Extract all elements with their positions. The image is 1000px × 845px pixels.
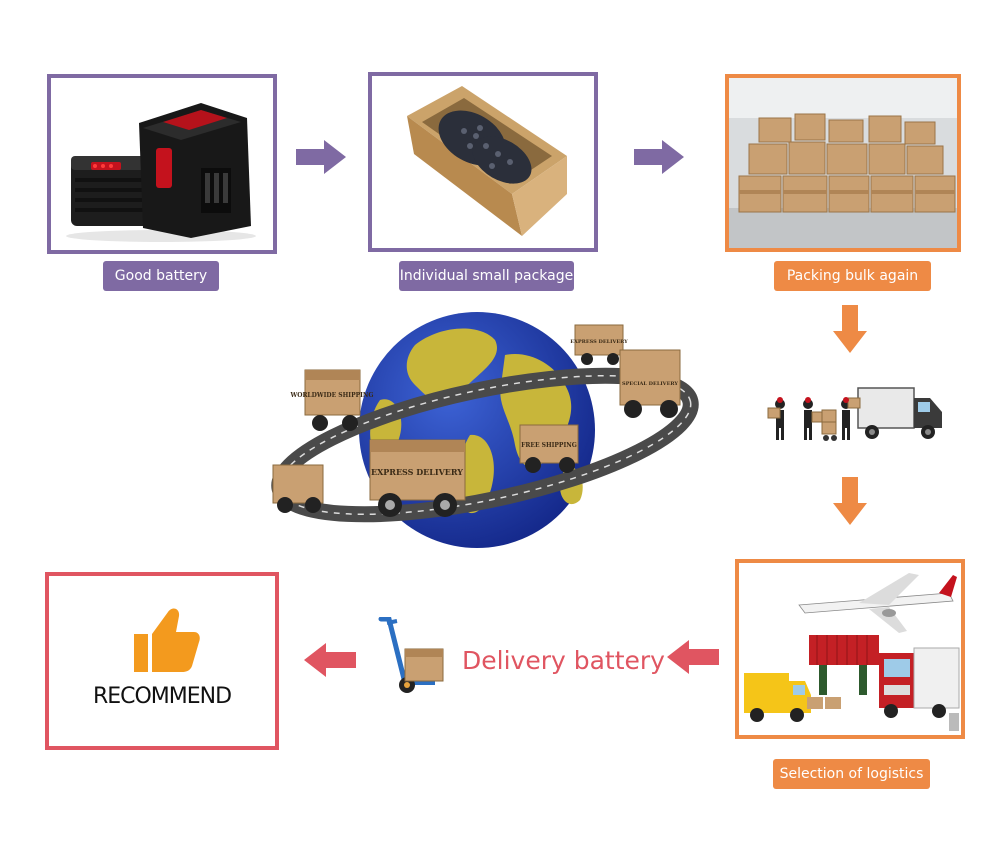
truck-worldwide: WORLDWIDE SHIPPING bbox=[289, 369, 374, 431]
truck-free: FREE SHIPPING bbox=[519, 424, 579, 473]
svg-text:FREE SHIPPING: FREE SHIPPING bbox=[521, 442, 577, 449]
globe-icon: WORLDWIDE SHIPPING EXPRESS DELIVERY SPEC… bbox=[265, 305, 705, 555]
truck-special: SPECIAL DELIVERY bbox=[619, 349, 681, 418]
arrow-right-icon bbox=[296, 140, 346, 174]
truck-small-left bbox=[272, 464, 324, 513]
truck-express-front: EXPRESS DELIVERY bbox=[369, 439, 466, 517]
logistics-image bbox=[735, 559, 965, 739]
hand-truck-icon bbox=[375, 617, 455, 695]
individual-package-image bbox=[368, 72, 598, 252]
svg-text:WORLDWIDE SHIPPING: WORLDWIDE SHIPPING bbox=[289, 392, 373, 399]
arrow-right-icon bbox=[634, 140, 684, 174]
truck-express-top: EXPRESS DELIVERY bbox=[570, 324, 628, 365]
arrow-down-icon bbox=[833, 305, 867, 353]
label-individual-package: Individual small package bbox=[399, 261, 574, 291]
arrow-left-icon bbox=[304, 643, 356, 677]
thumbs-up-icon bbox=[134, 606, 200, 674]
svg-text:SPECIAL DELIVERY: SPECIAL DELIVERY bbox=[622, 381, 678, 387]
svg-text:EXPRESS DELIVERY: EXPRESS DELIVERY bbox=[371, 467, 463, 477]
label-packing-bulk: Packing bulk again bbox=[774, 261, 931, 291]
delivery-battery-text: Delivery battery bbox=[462, 646, 665, 675]
arrow-left-icon bbox=[667, 640, 719, 674]
packing-bulk-image bbox=[725, 74, 961, 252]
arrow-down-icon bbox=[833, 477, 867, 525]
recommend-text: RECOMMEND bbox=[92, 684, 232, 709]
label-selection-logistics: Selection of logistics bbox=[773, 759, 930, 789]
recommend-box: RECOMMEND bbox=[45, 572, 279, 750]
label-good-battery: Good battery bbox=[103, 261, 219, 291]
good-battery-image bbox=[47, 74, 277, 254]
svg-text:EXPRESS DELIVERY: EXPRESS DELIVERY bbox=[570, 339, 628, 345]
loading-truck-icon bbox=[766, 384, 946, 446]
